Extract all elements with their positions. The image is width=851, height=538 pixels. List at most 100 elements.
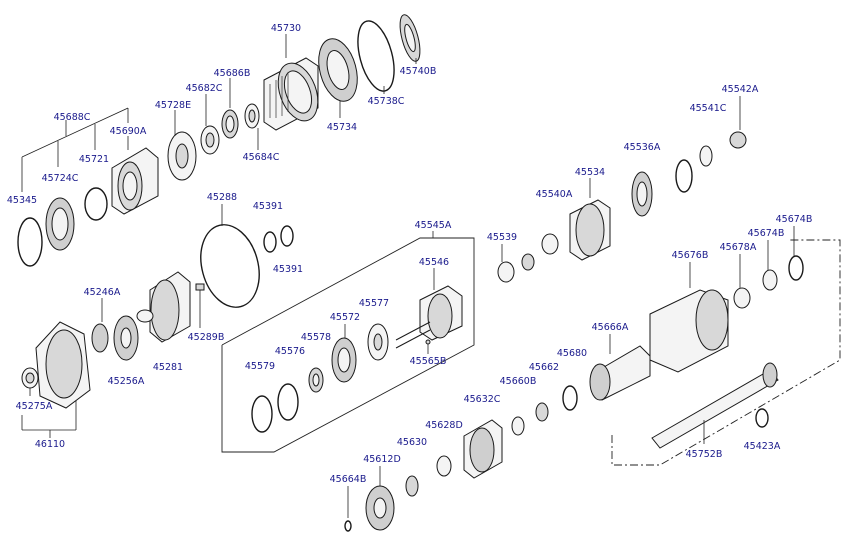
label-45628D[interactable]: 45628D bbox=[425, 420, 463, 431]
label-45545A[interactable]: 45545A bbox=[415, 220, 452, 231]
label-46110[interactable]: 46110 bbox=[35, 439, 65, 450]
label-45682C[interactable]: 45682C bbox=[186, 83, 223, 94]
label-45721[interactable]: 45721 bbox=[79, 154, 109, 165]
label-45664B[interactable]: 45664B bbox=[330, 474, 367, 485]
bracket-45688C bbox=[21, 107, 129, 192]
part-45542A-bearing bbox=[729, 96, 747, 149]
part-45579-ring bbox=[251, 395, 273, 433]
label-45674B-top[interactable]: 45674B bbox=[776, 214, 813, 225]
label-45423A[interactable]: 45423A bbox=[744, 441, 781, 452]
label-45391-top[interactable]: 45391 bbox=[253, 201, 283, 212]
label-45345[interactable]: 45345 bbox=[7, 195, 37, 206]
label-45246A[interactable]: 45246A bbox=[84, 287, 121, 298]
part-45565B-pin bbox=[425, 339, 431, 354]
part-45289B-bolt bbox=[195, 283, 205, 328]
part-45734-gear bbox=[318, 38, 358, 118]
label-45289B[interactable]: 45289B bbox=[188, 332, 225, 343]
label-45539[interactable]: 45539 bbox=[487, 232, 517, 243]
part-45540A-bearing bbox=[521, 233, 559, 271]
label-45724C[interactable]: 45724C bbox=[42, 173, 79, 184]
part-45246A-gear bbox=[91, 298, 109, 353]
label-45752B[interactable]: 45752B bbox=[686, 449, 723, 460]
part-45674B-washer-b bbox=[788, 226, 804, 281]
part-45752B-output-shaft bbox=[651, 362, 779, 449]
part-45288-o-ring bbox=[200, 204, 260, 308]
part-45256A-gear bbox=[113, 315, 139, 361]
part-45721-ring bbox=[84, 187, 108, 221]
label-45578[interactable]: 45578 bbox=[301, 332, 331, 343]
label-45740B[interactable]: 45740B bbox=[400, 66, 437, 77]
label-45678A[interactable]: 45678A bbox=[720, 242, 757, 253]
part-45546-planetary bbox=[395, 268, 463, 349]
part-45630-bearing bbox=[405, 475, 419, 497]
label-45540A[interactable]: 45540A bbox=[536, 189, 573, 200]
part-45345-ring bbox=[17, 217, 43, 267]
label-45536A[interactable]: 45536A bbox=[624, 142, 661, 153]
part-45628D-washer bbox=[436, 455, 452, 477]
part-45281-pump-cover bbox=[136, 271, 191, 343]
label-45256A[interactable]: 45256A bbox=[108, 376, 145, 387]
label-45630[interactable]: 45630 bbox=[397, 437, 427, 448]
part-45632C-gear bbox=[463, 419, 503, 479]
part-45664B-clip bbox=[344, 486, 352, 532]
label-45576[interactable]: 45576 bbox=[275, 346, 305, 357]
part-45678A-washer bbox=[733, 254, 751, 309]
label-45275A[interactable]: 45275A bbox=[16, 401, 53, 412]
part-45682C-washer bbox=[200, 94, 220, 155]
label-45662[interactable]: 45662 bbox=[529, 362, 559, 373]
part-45662-bearing bbox=[535, 402, 549, 422]
part-45740B-bearing bbox=[399, 14, 421, 64]
label-45688C[interactable]: 45688C bbox=[54, 112, 91, 123]
label-45391-bottom[interactable]: 45391 bbox=[273, 264, 303, 275]
part-45391-seal-b bbox=[280, 225, 294, 247]
part-45690A-housing bbox=[111, 136, 159, 215]
group-frame-45545A bbox=[221, 237, 475, 453]
part-46110-pump-body bbox=[35, 321, 91, 409]
part-45275A-seal bbox=[21, 367, 39, 396]
label-45579[interactable]: 45579 bbox=[245, 361, 275, 372]
label-45676B[interactable]: 45676B bbox=[672, 250, 709, 261]
part-45674B-washer-a bbox=[762, 240, 778, 291]
part-45676B-carrier bbox=[649, 262, 729, 373]
part-45423A-ring bbox=[755, 408, 769, 428]
label-45686B[interactable]: 45686B bbox=[214, 68, 251, 79]
part-45680-ring bbox=[562, 385, 578, 411]
part-45686B-bearing bbox=[221, 78, 239, 139]
part-45578-bearing bbox=[308, 367, 324, 393]
part-45541C-washer bbox=[675, 145, 713, 193]
label-45666A[interactable]: 45666A bbox=[592, 322, 629, 333]
part-45539-washer bbox=[497, 244, 515, 283]
part-45728E-plate bbox=[167, 110, 197, 181]
group-frame-45752B bbox=[611, 239, 841, 466]
part-45612D-gear bbox=[365, 466, 395, 531]
label-45565B[interactable]: 45565B bbox=[410, 356, 447, 367]
label-45541C[interactable]: 45541C bbox=[690, 103, 727, 114]
part-45536A-gear bbox=[631, 171, 653, 217]
part-45572-gear bbox=[331, 324, 357, 383]
part-45724C-hub bbox=[45, 197, 75, 251]
label-45572[interactable]: 45572 bbox=[330, 312, 360, 323]
label-45728E[interactable]: 45728E bbox=[155, 100, 191, 111]
label-45734[interactable]: 45734 bbox=[327, 122, 357, 133]
part-45738C-snap-ring bbox=[357, 20, 395, 94]
label-45730[interactable]: 45730 bbox=[271, 23, 301, 34]
label-45660B[interactable]: 45660B bbox=[500, 376, 537, 387]
label-45288[interactable]: 45288 bbox=[207, 192, 237, 203]
bracket-46110 bbox=[21, 398, 77, 438]
label-45632C[interactable]: 45632C bbox=[464, 394, 501, 405]
part-45666A-shaft bbox=[589, 334, 651, 401]
label-45542A[interactable]: 45542A bbox=[722, 84, 759, 95]
label-45281[interactable]: 45281 bbox=[153, 362, 183, 373]
label-45546[interactable]: 45546 bbox=[419, 257, 449, 268]
part-45576-ring bbox=[277, 383, 299, 421]
label-45684C[interactable]: 45684C bbox=[243, 152, 280, 163]
label-45674B-low[interactable]: 45674B bbox=[748, 228, 785, 239]
label-45690A[interactable]: 45690A bbox=[110, 126, 147, 137]
label-45577[interactable]: 45577 bbox=[359, 298, 389, 309]
label-45534[interactable]: 45534 bbox=[575, 167, 605, 178]
label-45680[interactable]: 45680 bbox=[557, 348, 587, 359]
part-45730-drum bbox=[263, 34, 319, 131]
part-45391-seal-a bbox=[263, 231, 277, 253]
label-45612D[interactable]: 45612D bbox=[363, 454, 401, 465]
label-45738C[interactable]: 45738C bbox=[368, 96, 405, 107]
